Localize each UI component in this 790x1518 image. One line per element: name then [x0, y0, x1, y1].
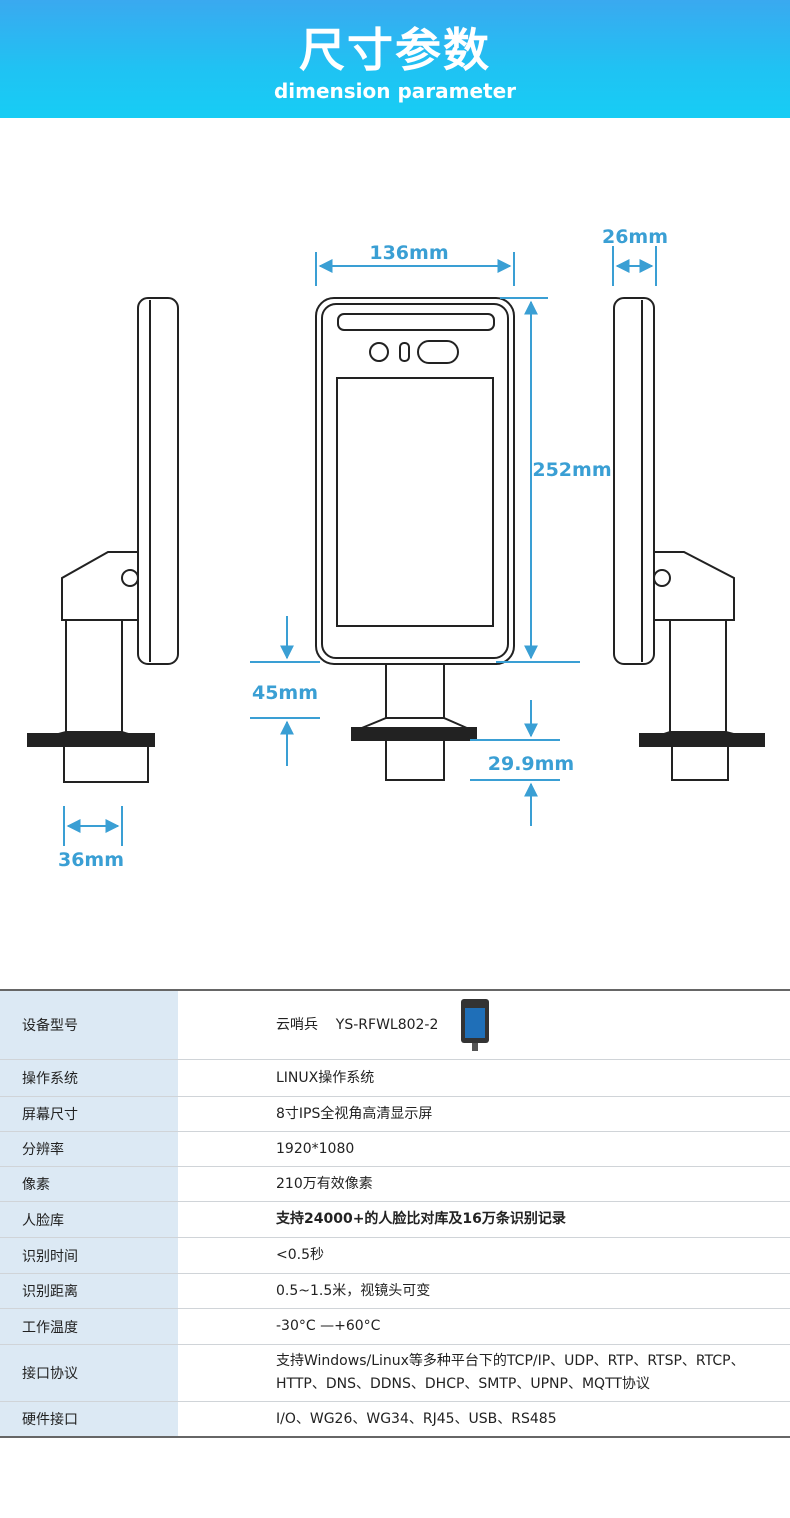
- spec-value: 支持24000+的人脸比对库及16万条识别记录: [276, 1211, 566, 1227]
- spec-value: 支持Windows/Linux等多种平台下的TCP/IP、UDP、RTP、RTS…: [276, 1353, 745, 1392]
- height-label: 252mm: [532, 459, 611, 481]
- spec-key: 硬件接口: [0, 1402, 178, 1436]
- dimension-diagram: 136mm 26mm 252mm 45mm 29.9mm 36mm: [27, 226, 765, 871]
- side-view-left: [27, 297, 179, 783]
- pole-height-label: 45mm: [252, 682, 318, 704]
- spec-row-recognition-distance: 识别距离 0.5~1.5米，视镜头可变: [0, 1274, 790, 1309]
- spec-key: 像素: [0, 1167, 178, 1201]
- spec-row-recognition-time: 识别时间 <0.5秒: [0, 1238, 790, 1274]
- device-thumbnail: [460, 998, 490, 1052]
- spec-key: 屏幕尺寸: [0, 1097, 178, 1131]
- spec-value: LINUX操作系统: [276, 1069, 375, 1086]
- header-banner: 尺寸参数 dimension parameter: [0, 0, 790, 118]
- spec-value: I/O、WG26、WG34、RJ45、USB、RS485: [276, 1410, 557, 1427]
- depth-label: 26mm: [602, 226, 668, 248]
- spec-value: 0.5~1.5米，视镜头可变: [276, 1282, 431, 1299]
- spec-key: 接口协议: [0, 1345, 178, 1401]
- spec-value: <0.5秒: [276, 1247, 324, 1263]
- spec-table: 设备型号 云哨兵 YS-RFWL802-2 操作系统 LINUX操作系统 屏幕尺…: [0, 989, 790, 1438]
- spec-key: 识别距离: [0, 1274, 178, 1308]
- spec-row-resolution: 分辨率 1920*1080: [0, 1132, 790, 1167]
- spec-key: 分辨率: [0, 1132, 178, 1166]
- front-view: [315, 297, 515, 781]
- spec-key: 识别时间: [0, 1238, 178, 1273]
- pole-width-label: 36mm: [58, 849, 124, 871]
- spec-key: 人脸库: [0, 1202, 178, 1237]
- spec-row-model: 设备型号 云哨兵 YS-RFWL802-2: [0, 991, 790, 1060]
- spec-key: 设备型号: [0, 991, 178, 1059]
- base-height-label: 29.9mm: [488, 753, 574, 775]
- side-view-right: [613, 297, 765, 781]
- spec-row-pixels: 像素 210万有效像素: [0, 1167, 790, 1202]
- spec-value: 云哨兵 YS-RFWL802-2: [276, 1016, 439, 1033]
- spec-key: 操作系统: [0, 1060, 178, 1096]
- spec-row-hardware: 硬件接口 I/O、WG26、WG34、RJ45、USB、RS485: [0, 1402, 790, 1436]
- spec-row-os: 操作系统 LINUX操作系统: [0, 1060, 790, 1097]
- page-title: 尺寸参数: [299, 23, 491, 77]
- spec-row-face-db: 人脸库 支持24000+的人脸比对库及16万条识别记录: [0, 1202, 790, 1238]
- spec-row-temperature: 工作温度 -30°C —+60°C: [0, 1309, 790, 1345]
- spec-value: 8寸IPS全视角高清显示屏: [276, 1105, 433, 1122]
- spec-value: 210万有效像素: [276, 1175, 373, 1192]
- page-subtitle: dimension parameter: [273, 79, 517, 103]
- spec-row-screen: 屏幕尺寸 8寸IPS全视角高清显示屏: [0, 1097, 790, 1132]
- spec-value: 1920*1080: [276, 1140, 355, 1157]
- spec-key: 工作温度: [0, 1309, 178, 1344]
- width-label: 136mm: [369, 242, 448, 264]
- spec-value: -30°C —+60°C: [276, 1318, 381, 1334]
- spec-row-protocols: 接口协议 支持Windows/Linux等多种平台下的TCP/IP、UDP、RT…: [0, 1345, 790, 1402]
- spec-value-wrapper: 云哨兵 YS-RFWL802-2: [178, 991, 790, 1059]
